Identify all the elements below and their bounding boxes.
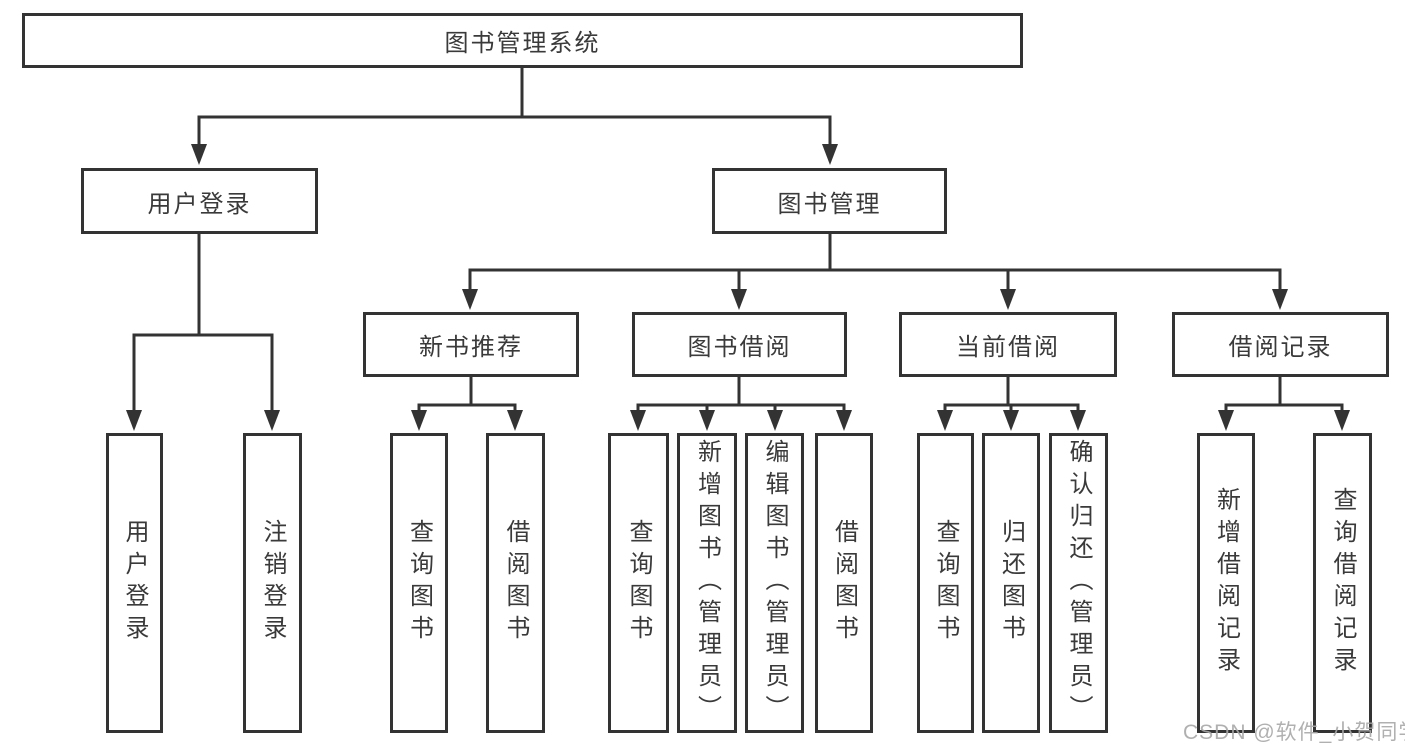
leaf-logout-label: 注销登录 — [259, 519, 286, 647]
node-root-label: 图书管理系统 — [444, 30, 601, 57]
leaf-edit-book-admin-label: 编辑图书（管理员） — [761, 439, 788, 727]
leaf-borrow-books-borrowing: 借阅图书 — [815, 433, 873, 733]
leaf-query-books-recommend: 查询图书 — [390, 433, 448, 733]
leaf-return-book: 归还图书 — [982, 433, 1040, 733]
leaf-borrow-books-recommend: 借阅图书 — [486, 433, 545, 733]
leaf-edit-book-admin: 编辑图书（管理员） — [745, 433, 804, 733]
leaf-query-books-current: 查询图书 — [917, 433, 974, 733]
leaf-confirm-return-admin-label: 确认归还（管理员） — [1065, 439, 1092, 727]
leaf-add-borrow-record-label: 新增借阅记录 — [1212, 487, 1240, 679]
node-borrowing-records-label: 借阅记录 — [1228, 334, 1333, 361]
leaf-add-book-admin-label: 新增图书（管理员） — [693, 439, 721, 727]
leaf-query-books-borrowing-label: 查询图书 — [625, 519, 652, 647]
leaf-logout: 注销登录 — [243, 433, 302, 733]
node-new-book-recommend: 新书推荐 — [363, 312, 579, 377]
node-book-management: 图书管理 — [712, 168, 947, 234]
leaf-user-login-label: 用户登录 — [121, 519, 148, 647]
node-book-management-label: 图书管理 — [777, 190, 882, 218]
node-user-login: 用户登录 — [81, 168, 318, 234]
leaf-borrow-books-borrowing-label: 借阅图书 — [830, 519, 858, 647]
node-current-borrowing: 当前借阅 — [899, 312, 1117, 377]
node-book-borrowing-label: 图书借阅 — [687, 334, 792, 361]
leaf-query-books-borrowing: 查询图书 — [608, 433, 669, 733]
leaf-query-borrow-record: 查询借阅记录 — [1313, 433, 1372, 733]
leaf-add-book-admin: 新增图书（管理员） — [677, 433, 737, 733]
node-borrowing-records: 借阅记录 — [1172, 312, 1389, 377]
leaf-query-books-current-label: 查询图书 — [932, 519, 959, 647]
leaf-query-books-recommend-label: 查询图书 — [405, 519, 433, 647]
leaf-borrow-books-recommend-label: 借阅图书 — [502, 519, 529, 647]
leaf-user-login: 用户登录 — [106, 433, 163, 733]
leaf-return-book-label: 归还图书 — [997, 519, 1025, 647]
leaf-query-borrow-record-label: 查询借阅记录 — [1329, 487, 1356, 679]
node-current-borrowing-label: 当前借阅 — [956, 334, 1060, 361]
leaf-add-borrow-record: 新增借阅记录 — [1197, 433, 1255, 733]
node-new-book-recommend-label: 新书推荐 — [419, 334, 523, 361]
node-user-login-label: 用户登录 — [147, 190, 252, 218]
leaf-confirm-return-admin: 确认归还（管理员） — [1049, 433, 1108, 733]
node-root: 图书管理系统 — [22, 13, 1023, 68]
node-book-borrowing: 图书借阅 — [632, 312, 847, 377]
csdn-watermark: CSDN @软件_小贺同学 — [1183, 721, 1405, 744]
